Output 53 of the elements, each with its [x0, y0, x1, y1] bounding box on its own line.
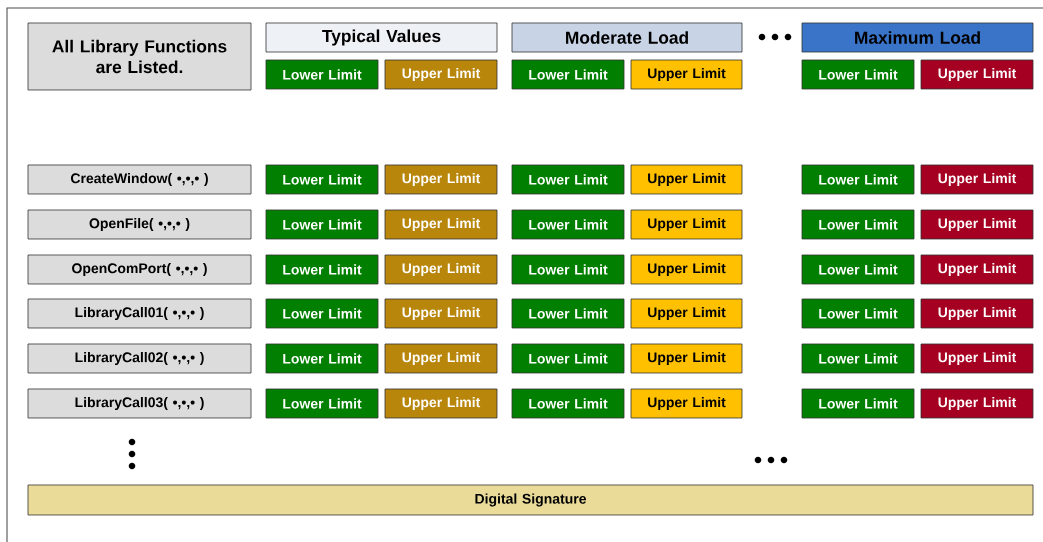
column-header: Typical Values: [265, 22, 498, 53]
limit-box: Lower Limit: [511, 209, 625, 240]
signature-bar: Digital Signature: [27, 484, 1034, 516]
limit-box: Upper Limit: [630, 388, 743, 419]
limit-box: Lower Limit: [511, 254, 625, 285]
limit-box: Lower Limit: [511, 59, 625, 90]
limit-box: Lower Limit: [801, 254, 915, 285]
limit-box: Upper Limit: [630, 343, 743, 374]
limit-box: Upper Limit: [920, 298, 1034, 329]
limit-box: Upper Limit: [384, 164, 498, 195]
limit-box: Upper Limit: [384, 209, 498, 240]
limit-box: Upper Limit: [920, 59, 1034, 90]
limit-box: Lower Limit: [265, 343, 379, 374]
limit-box: Upper Limit: [384, 298, 498, 329]
function-box: LibraryCall01( •,•,• ): [27, 298, 252, 329]
function-box: OpenComPort( •,•,• ): [27, 254, 252, 285]
heading-box: All Library Functions are Listed.: [27, 22, 252, 91]
limit-box: Lower Limit: [801, 298, 915, 329]
column-header: Maximum Load: [801, 22, 1034, 53]
limit-box: Upper Limit: [384, 343, 498, 374]
limit-box: Lower Limit: [801, 164, 915, 195]
limit-box: Lower Limit: [511, 343, 625, 374]
limit-box: Lower Limit: [265, 298, 379, 329]
limit-box: Upper Limit: [920, 343, 1034, 374]
limit-box: Upper Limit: [630, 209, 743, 240]
function-box: OpenFile( •,•,• ): [27, 209, 252, 240]
column-header: Moderate Load: [511, 22, 743, 53]
limit-box: Lower Limit: [801, 209, 915, 240]
limit-box: Lower Limit: [265, 388, 379, 419]
limit-box: Lower Limit: [801, 343, 915, 374]
limit-box: Upper Limit: [920, 254, 1034, 285]
limit-box: Upper Limit: [630, 164, 743, 195]
limit-box: Upper Limit: [630, 254, 743, 285]
function-box: CreateWindow( •,•,• ): [27, 164, 252, 195]
limit-box: Lower Limit: [511, 388, 625, 419]
limit-box: Lower Limit: [511, 298, 625, 329]
limit-box: Upper Limit: [630, 298, 743, 329]
limit-box: Upper Limit: [920, 388, 1034, 419]
limit-box: Lower Limit: [801, 388, 915, 419]
limit-box: Lower Limit: [265, 59, 379, 90]
limit-box: Lower Limit: [265, 254, 379, 285]
limit-box: Lower Limit: [265, 164, 379, 195]
limit-box: Upper Limit: [384, 59, 498, 90]
limit-box: Lower Limit: [511, 164, 625, 195]
limit-box: Lower Limit: [801, 59, 915, 90]
limit-box: Lower Limit: [265, 209, 379, 240]
function-box: LibraryCall03( •,•,• ): [27, 388, 252, 419]
limit-box: Upper Limit: [920, 164, 1034, 195]
limit-box: Upper Limit: [920, 209, 1034, 240]
limit-box: Upper Limit: [384, 254, 498, 285]
limit-box: Upper Limit: [384, 388, 498, 419]
limit-box: Upper Limit: [630, 59, 743, 90]
function-box: LibraryCall02( •,•,• ): [27, 343, 252, 374]
